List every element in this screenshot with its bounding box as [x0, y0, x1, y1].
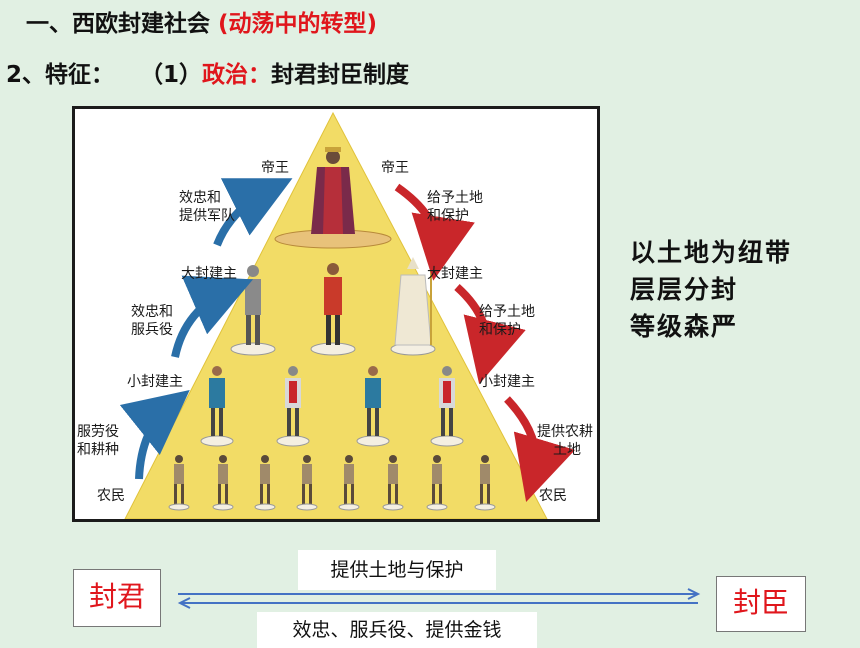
level-peasant-left: 农民 [97, 488, 125, 504]
section-topic: 封君封臣制度 [271, 62, 410, 88]
lesser-lord-figure-icon [356, 366, 390, 447]
down-arrow-lesser-to-peasant [504, 396, 576, 502]
feudal-pyramid-diagram: 帝王 帝王 大封建主 大封建主 小封建主 小封建主 农民 农民 效忠和提供军队 … [72, 106, 600, 522]
emperor-figure-icon [311, 147, 355, 234]
lesser-lord-figure-icon [430, 366, 464, 447]
down-arrow-emperor-to-great [394, 183, 475, 281]
down-arrow-great-to-lesser [454, 284, 526, 385]
feature-item: 层层分封 [630, 275, 739, 304]
duty-peasant-to-lesser: 服劳役和耕种 [77, 424, 119, 458]
up-arrow-peasant-to-lesser [119, 389, 190, 480]
level-great-lord-right: 大封建主 [427, 266, 483, 282]
level-great-lord-left: 大封建主 [181, 266, 237, 282]
feature-item: 等级森严 [630, 312, 739, 341]
page-title: 一、西欧封建社会 (动荡中的转型) [26, 4, 377, 38]
duty-great-to-emperor: 效忠和提供军队 [179, 190, 235, 224]
level-emperor-left: 帝王 [261, 160, 289, 176]
grant-lesser-to-peasant: 提供农耕土地 [537, 424, 593, 458]
up-arrow-lesser-to-great [171, 275, 254, 358]
lesser-lord-figure-icon [276, 366, 310, 447]
section-number: 2、特征： [6, 62, 115, 88]
level-peasant-right: 农民 [539, 488, 567, 504]
pyramid-svg [119, 111, 576, 519]
level-emperor-right: 帝王 [381, 160, 409, 176]
bishop-figure-icon [390, 257, 436, 356]
vassal-to-lord-label: 效忠、服兵役、提供金钱 [257, 612, 537, 648]
title-highlight: (动荡中的转型) [218, 11, 378, 37]
up-arrow-great-to-emperor [213, 178, 293, 247]
section-highlight: 政治： [202, 62, 272, 88]
lord-to-vassal-label: 提供土地与保护 [298, 550, 496, 590]
grant-emperor-to-great: 给予土地和保护 [427, 190, 483, 224]
lord-box: 封君 [73, 569, 161, 627]
feature-summary: 以土地为纽带 层层分封 等级森严 [630, 234, 792, 345]
duty-lesser-to-great: 效忠和服兵役 [131, 304, 173, 338]
great-lord-figure-icon [310, 263, 356, 356]
section-item-number: （1） [140, 62, 203, 88]
peasant-figures-icon [168, 455, 496, 511]
arrow-lord-to-vassal-head [687, 588, 701, 600]
grant-great-to-lesser: 给予土地和保护 [479, 304, 535, 338]
feature-item: 以土地为纽带 [630, 238, 793, 267]
level-lesser-lord-left: 小封建主 [127, 374, 183, 390]
level-lesser-lord-right: 小封建主 [479, 374, 535, 390]
vassal-box: 封臣 [716, 576, 806, 632]
title-main: 一、西欧封建社会 [26, 11, 219, 37]
lesser-lord-figure-icon [200, 366, 234, 447]
section-heading: 2、特征： （1）政治：封君封臣制度 [6, 55, 409, 89]
arrow-vassal-to-lord-head [177, 597, 191, 609]
